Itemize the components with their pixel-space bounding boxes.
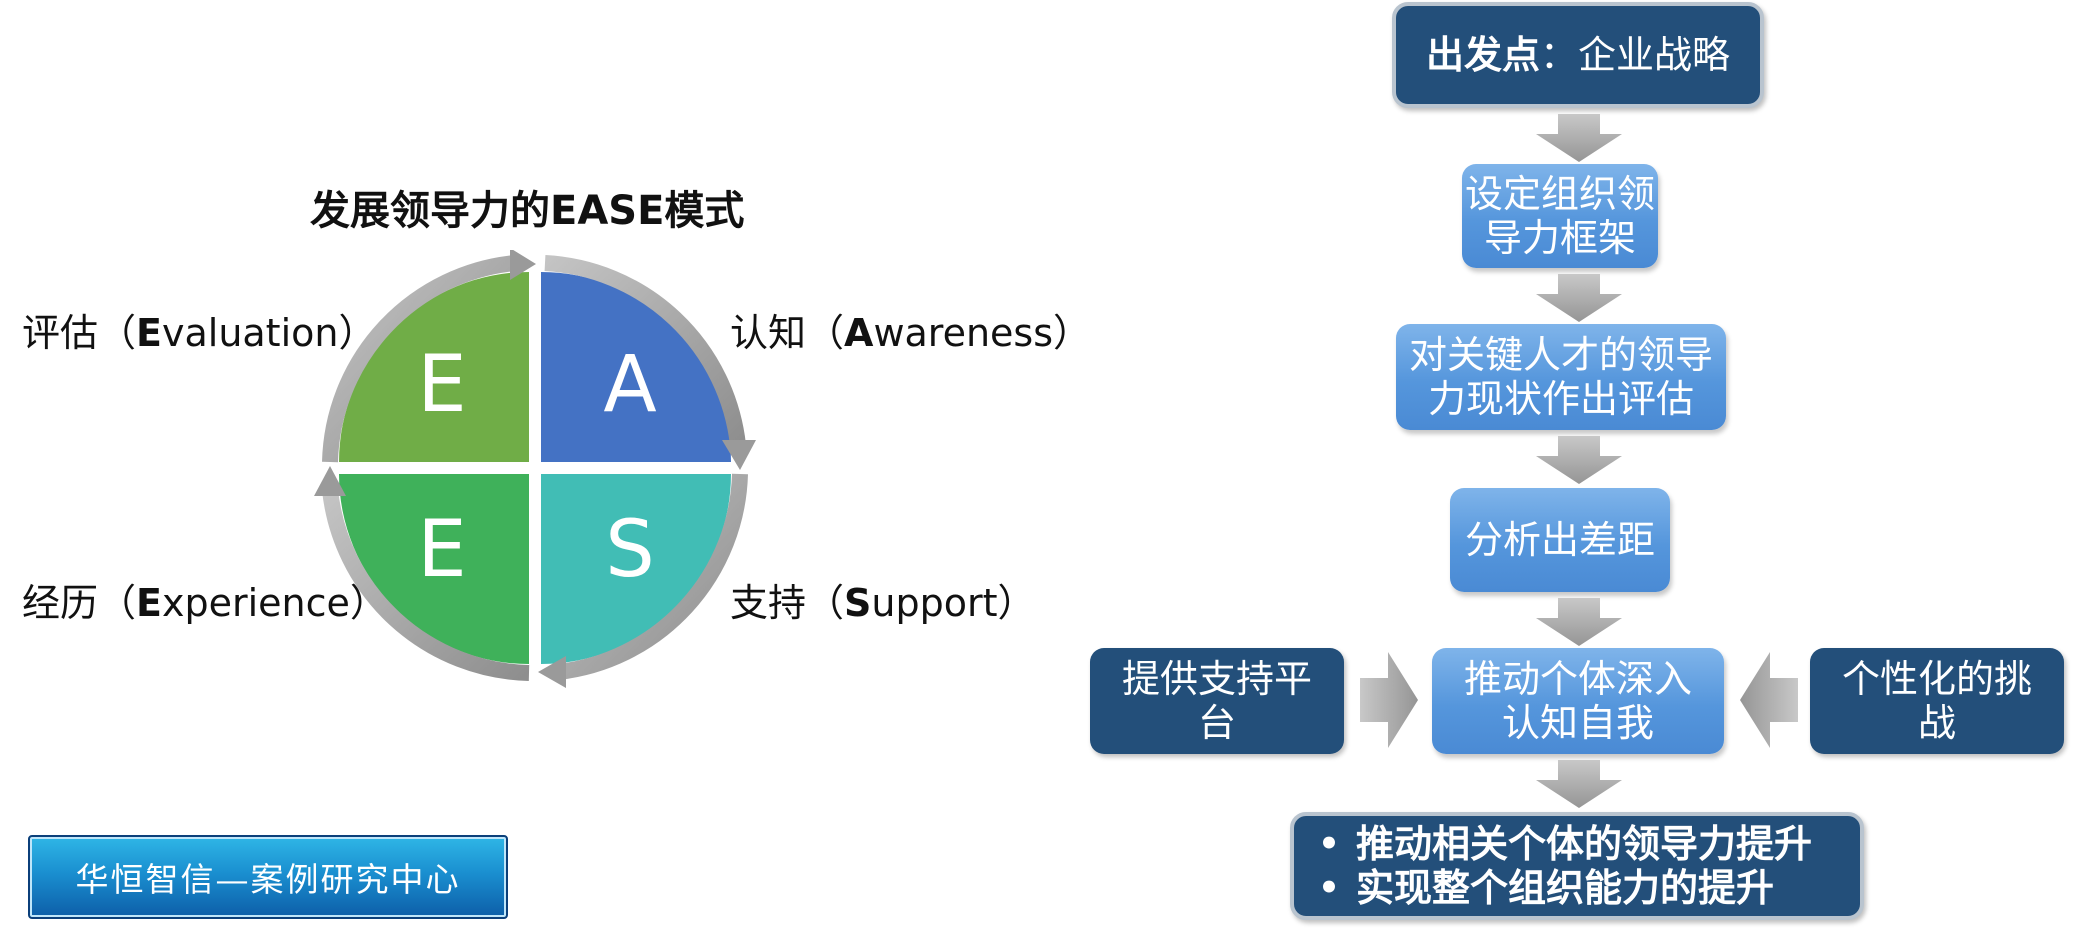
cycle-ring: [322, 255, 748, 681]
quadrant-experience: [339, 474, 529, 664]
bullet-icon: •: [1318, 868, 1340, 908]
ring-arc-bl: [322, 489, 530, 681]
quadrant-evaluation: [339, 272, 529, 462]
ring-arc-tl: [322, 255, 516, 463]
ease-title: 发展领导力的EASE模式: [310, 188, 745, 234]
flow-outcome-2: • 实现整个组织能力的提升: [1302, 866, 1860, 910]
label-experience: 经历（Experience）: [22, 581, 388, 625]
flow-outcomes-box: • 推动相关个体的领导力提升 • 实现整个组织能力的提升: [1290, 812, 1864, 920]
arrowhead-tr: [722, 440, 756, 470]
flow-step-framework-line1: 设定组织领: [1464, 172, 1655, 216]
flow-step-framework-line2: 导力框架: [1483, 216, 1636, 260]
quadrant-support: [541, 474, 731, 664]
ring-arc-br: [557, 473, 748, 680]
letter-e-evaluation: E: [417, 340, 466, 430]
flow-input-personal-challenge-line1: 个性化的挑: [1841, 657, 2032, 701]
brand-banner: 华恒智信—案例研究中心: [28, 835, 508, 919]
arrow-down-4: [1536, 598, 1622, 646]
arrow-left-from-challenge: [1740, 652, 1798, 748]
letter-a-awareness: A: [603, 340, 656, 430]
ease-wheel: E A E S: [314, 250, 756, 688]
flow-step-framework: 设定组织领 导力框架: [1462, 164, 1658, 268]
letter-s-support: S: [605, 505, 655, 595]
flow-input-support-platform-line2: 台: [1197, 701, 1236, 745]
flow-step-self-awareness: 推动个体深入 认知自我: [1432, 648, 1724, 754]
label-support: 支持（Support）: [730, 581, 1036, 625]
flow-input-personal-challenge-line2: 战: [1917, 701, 1956, 745]
flow-start-box: 出发点：企业战略: [1392, 2, 1764, 108]
arrow-down-1: [1536, 114, 1622, 162]
flow-outcome-1: • 推动相关个体的领导力提升: [1302, 822, 1860, 866]
flow-input-support-platform-line1: 提供支持平: [1121, 657, 1312, 701]
flow-input-support-platform: 提供支持平 台: [1090, 648, 1344, 754]
flow-step-self-awareness-line1: 推动个体深入: [1463, 657, 1692, 701]
arrowhead-tl: [510, 250, 536, 280]
flow-step-self-awareness-line2: 认知自我: [1501, 701, 1654, 745]
ring-arc-tr: [544, 255, 746, 446]
label-awareness: 认知（Awareness）: [730, 311, 1092, 355]
quadrant-awareness: [541, 272, 731, 462]
ring-arrowheads: [314, 250, 756, 688]
flow-step-assessment: 对关键人才的领导 力现状作出评估: [1396, 324, 1726, 430]
arrowhead-br: [538, 656, 566, 688]
arrow-down-3: [1536, 436, 1622, 484]
arrow-down-2: [1536, 274, 1622, 322]
arrow-down-5: [1536, 760, 1622, 808]
flow-step-assessment-line2: 力现状作出评估: [1427, 377, 1694, 421]
arrowhead-bl: [314, 466, 346, 496]
flow-step-assessment-line1: 对关键人才的领导: [1408, 333, 1713, 377]
label-evaluation: 评估（Evaluation）: [22, 311, 377, 355]
bullet-icon: •: [1318, 824, 1340, 864]
letter-e-experience: E: [417, 505, 466, 595]
arrow-right-from-support: [1360, 652, 1418, 748]
flow-step-gap-line1: 分析出差距: [1464, 518, 1655, 562]
flow-input-personal-challenge: 个性化的挑 战: [1810, 648, 2064, 754]
flow-start-text: 出发点：企业战略: [1425, 33, 1731, 77]
flow-step-gap: 分析出差距: [1450, 488, 1670, 592]
